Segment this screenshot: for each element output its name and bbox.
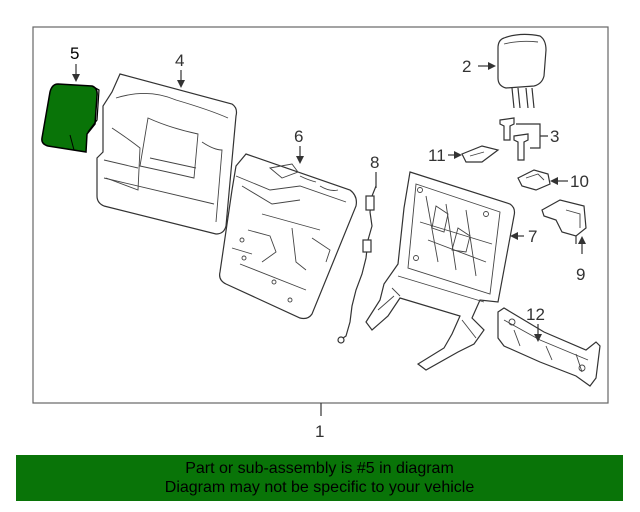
- leader-arrow-5: [72, 74, 80, 82]
- part-5-highlighted[interactable]: [41, 83, 100, 153]
- part-4-seat-back-cushion: [96, 73, 238, 235]
- leader-arrow-7: [510, 232, 518, 240]
- callout-9: 9: [576, 265, 585, 284]
- callout-4: 4: [175, 51, 184, 70]
- leader-arrow-9: [578, 236, 586, 244]
- part-10-bracket: [517, 169, 551, 191]
- leader-arrow-10: [550, 177, 558, 185]
- callout-12: 12: [526, 305, 545, 324]
- leader-arrow-11: [454, 151, 462, 159]
- callout-2: 2: [462, 57, 471, 76]
- callout-3: 3: [550, 127, 559, 146]
- part-11-small-cover: [461, 145, 500, 163]
- part-8-cable: [337, 185, 377, 344]
- part-7-seat-frame: [365, 171, 516, 371]
- callout-5: 5: [70, 44, 79, 63]
- part-6-seat-back-panel: [219, 153, 357, 320]
- leader-arrow-2: [488, 62, 496, 70]
- info-banner: Part or sub-assembly is #5 in diagram Di…: [16, 455, 623, 501]
- callout-6: 6: [294, 127, 303, 146]
- callout-11: 11: [428, 146, 446, 165]
- info-banner-line-2: Diagram may not be specific to your vehi…: [164, 479, 475, 496]
- part-2-headrest: [497, 33, 547, 109]
- callout-8: 8: [370, 153, 379, 172]
- callout-10: 10: [570, 172, 589, 191]
- callout-1: 1: [315, 422, 324, 441]
- leader-arrow-6: [296, 156, 304, 164]
- callout-7: 7: [528, 227, 537, 246]
- leader-arrow-4: [177, 80, 185, 88]
- leader-bracket-3: [516, 123, 548, 149]
- part-9-latch: [541, 199, 587, 244]
- leader-arrow-12: [534, 334, 542, 342]
- part-3-headrest-guides: [499, 117, 529, 161]
- part-12-hinge-bracket: [497, 307, 601, 387]
- info-banner-line-1: Part or sub-assembly is #5 in diagram: [185, 460, 454, 477]
